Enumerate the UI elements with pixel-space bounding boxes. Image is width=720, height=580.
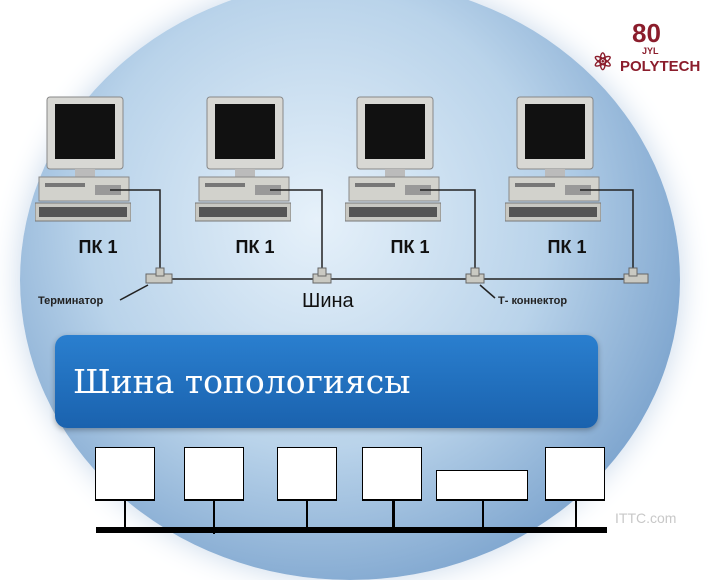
computer-icon: [34, 95, 132, 225]
logo-number: 80: [632, 18, 661, 48]
node-box: [362, 447, 422, 501]
node-box: [277, 447, 337, 501]
drop-cable: [420, 189, 476, 270]
t-connector-label: Т- коннектор: [498, 295, 568, 307]
node-link: [213, 500, 215, 534]
node-link: [124, 500, 126, 528]
polytech-logo: 80 JYL ⚛ POLYTECH: [592, 18, 702, 80]
node-box: [95, 447, 155, 501]
node-box: [184, 447, 244, 501]
computer-icon: [504, 95, 602, 225]
bus-label: Шина: [302, 290, 354, 312]
logo-name: POLYTECH: [620, 58, 701, 75]
bus-network-diagram: [110, 189, 649, 301]
pc-label: ПК 1: [390, 237, 430, 257]
node-link: [482, 500, 484, 528]
watermark: ITTC.com: [615, 510, 677, 526]
slide-title: Шина топологиясы: [55, 335, 598, 428]
drop-cable: [580, 189, 634, 270]
bus-line: [96, 527, 607, 533]
pc-label: ПК 1: [235, 237, 275, 257]
node-box: [545, 447, 605, 501]
pc-label: ПК 1: [547, 237, 587, 257]
terminator-label: Терминатор: [38, 295, 104, 307]
node-box: [436, 470, 528, 501]
node-link: [306, 500, 308, 528]
drop-cable: [270, 189, 323, 270]
atom-icon: ⚛: [592, 49, 614, 76]
logo-sub: JYL: [642, 46, 659, 56]
drop-cable: [110, 189, 161, 270]
computer-icon: [344, 95, 442, 225]
t-connector: [155, 267, 165, 277]
node-link: [392, 500, 395, 528]
pc-label: ПК 1: [78, 237, 118, 257]
t-connector: [628, 267, 638, 277]
node-link: [575, 500, 577, 528]
